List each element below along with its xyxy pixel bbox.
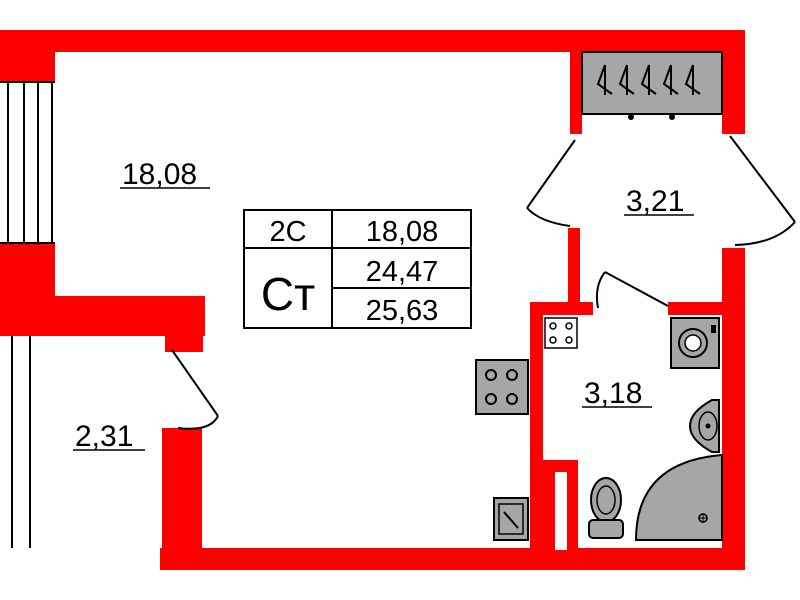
wall-right-lower bbox=[722, 248, 745, 570]
stove-icon bbox=[475, 359, 529, 415]
wall-wardrobe-left bbox=[570, 30, 582, 134]
room-area-living: 18,08 bbox=[122, 158, 197, 191]
wall-right-upper bbox=[722, 30, 745, 134]
bath-cabinet-icon bbox=[544, 317, 578, 349]
wall-hall-left bbox=[568, 228, 580, 310]
room-area-balcony: 2,31 bbox=[75, 420, 133, 453]
room-area-bathroom: 3,18 bbox=[584, 377, 642, 410]
wall-left-middle bbox=[0, 243, 55, 298]
duct-inner bbox=[555, 472, 567, 550]
apartment-info-table: 2С 18,08 Ст 24,47 25,63 bbox=[243, 209, 472, 329]
washing-machine-icon bbox=[670, 317, 720, 369]
wall-bath-top-left bbox=[530, 302, 593, 315]
total-area-value: 24,47 bbox=[366, 256, 439, 288]
apartment-category: Ст bbox=[261, 268, 315, 320]
wall-bath-left bbox=[530, 302, 543, 570]
wall-bath-top-right bbox=[668, 302, 728, 315]
shower-icon bbox=[634, 453, 723, 541]
wall-balcony-lower bbox=[162, 428, 202, 570]
balcony-window-icon bbox=[11, 336, 31, 548]
wardrobe-icon bbox=[581, 51, 723, 120]
apartment-type: 2С bbox=[269, 216, 306, 248]
kitchen-sink-icon bbox=[493, 497, 529, 541]
door-icon bbox=[171, 135, 796, 430]
washbasin-icon bbox=[688, 399, 720, 453]
wall-left-upper bbox=[0, 30, 55, 82]
total-with-balcony-value: 25,63 bbox=[366, 295, 439, 327]
wall-balcony-partition-drop bbox=[165, 320, 203, 352]
walls bbox=[0, 30, 745, 570]
living-area-value: 18,08 bbox=[366, 216, 439, 248]
wall-top bbox=[0, 30, 745, 52]
window-icon bbox=[0, 81, 55, 244]
wall-bottom bbox=[160, 548, 745, 570]
room-area-hall: 3,21 bbox=[626, 185, 684, 218]
toilet-icon bbox=[588, 477, 624, 539]
